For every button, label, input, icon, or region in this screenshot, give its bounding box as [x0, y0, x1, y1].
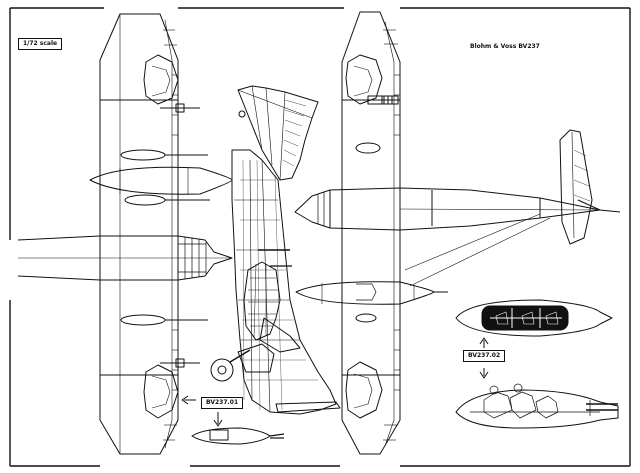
flap-hatching: [159, 13, 179, 455]
side-profile-view: [210, 85, 341, 415]
detail-bv237-01: [181, 395, 285, 445]
sheet-border: [9, 7, 631, 467]
engine-pod-lower: [143, 364, 179, 419]
variant-label-02: BV237.02: [463, 350, 506, 362]
top-plan-view: [294, 11, 621, 455]
scale-note: 1/72 scale: [18, 38, 63, 50]
detail-bv237-02: [455, 299, 619, 429]
variant-label-01: BV237.01: [201, 397, 244, 409]
side-fuselage: [231, 149, 337, 415]
underside-plan-view: [17, 13, 233, 455]
wing-outline: [99, 13, 179, 455]
detail-pod-side: [455, 389, 619, 429]
auxiliary-pod: [89, 166, 233, 195]
detail-pod-top: [455, 299, 613, 337]
flap-hatching-top: [383, 21, 400, 447]
side-cockpit: [243, 261, 281, 341]
engine-pod-upper: [143, 54, 179, 105]
auxiliary-pod-top: [295, 281, 435, 305]
drawing-title: Blohm & Voss BV237: [470, 43, 540, 50]
main-wheel: [210, 358, 234, 382]
tail-top: [559, 129, 593, 245]
detail-small-pod: [191, 427, 271, 445]
